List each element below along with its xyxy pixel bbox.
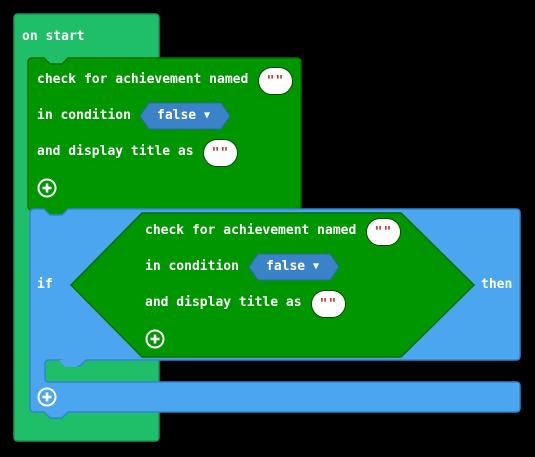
- caret-down-icon: ▼: [313, 261, 320, 272]
- condition-display-title-input[interactable]: "": [311, 290, 346, 318]
- display-title-label: and display title as: [37, 144, 194, 159]
- display-title-input[interactable]: "": [203, 139, 238, 167]
- condition-dropdown-value: false: [157, 108, 197, 123]
- condition-condition-dropdown[interactable]: false ▼: [248, 253, 340, 281]
- condition-display-title-label: and display title as: [145, 295, 302, 310]
- if-label: if: [37, 277, 53, 292]
- condition-achievement-name-input[interactable]: "": [366, 218, 401, 246]
- condition-condition-label: in condition: [145, 259, 239, 274]
- condition-label: in condition: [37, 108, 131, 123]
- condition-achievement-name-label: check for achievement named: [145, 223, 357, 238]
- condition-condition-dropdown-value: false: [266, 259, 306, 274]
- caret-down-icon: ▼: [204, 110, 211, 121]
- achievement-name-input[interactable]: "": [258, 67, 293, 95]
- plus-circle-icon[interactable]: [37, 178, 57, 198]
- achievement-condition-block[interactable]: [69, 212, 476, 358]
- achievement-name-label: check for achievement named: [37, 72, 249, 87]
- on-start-label: on start: [22, 29, 85, 44]
- if-then-mouth-notch: [59, 360, 83, 367]
- condition-dropdown[interactable]: false ▼: [139, 102, 231, 130]
- plus-circle-icon[interactable]: [145, 329, 165, 349]
- then-label: then: [481, 277, 513, 292]
- plus-circle-icon[interactable]: [37, 387, 57, 407]
